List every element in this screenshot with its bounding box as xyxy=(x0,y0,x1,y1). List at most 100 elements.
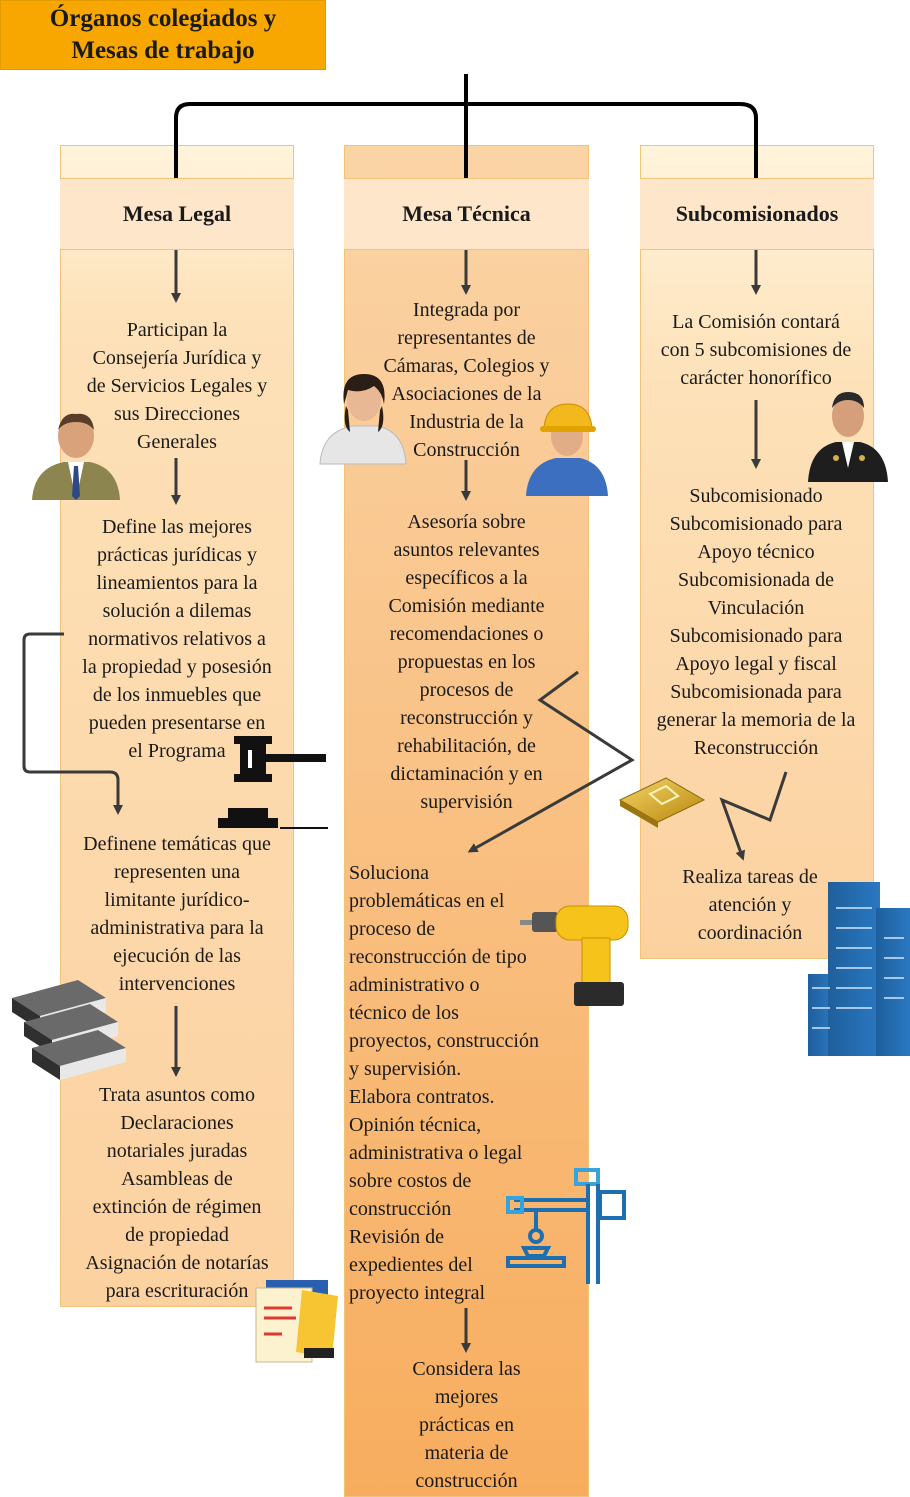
sub-block-tasks: Realiza tareas de atención y coordinación xyxy=(632,863,868,947)
text-line: lineamientos para la xyxy=(96,572,258,594)
text-line: proyecto integral xyxy=(349,1282,486,1304)
mesa-legal-column xyxy=(60,145,294,1307)
text-line: mejores xyxy=(434,1386,499,1408)
text-line: prácticas jurídicas y xyxy=(97,544,257,566)
text-line: la propiedad y posesión xyxy=(82,656,272,678)
text-line: expedientes del xyxy=(349,1254,473,1276)
text-line: carácter honorífico xyxy=(680,367,832,389)
text-line: Subcomisionada de xyxy=(677,569,835,591)
text-line: específicos a la xyxy=(405,567,528,589)
text-line: y supervisión. xyxy=(349,1058,462,1080)
text-line: Generales xyxy=(137,431,217,453)
text-line: propuestas en los xyxy=(397,651,536,673)
text-line: administrativo o xyxy=(349,974,480,996)
text-line: recomendaciones o xyxy=(389,623,544,645)
subcomisionados-header: Subcomisionados xyxy=(640,178,874,250)
title-line-1: Órganos colegiados y xyxy=(49,5,277,32)
text-line: supervisión xyxy=(420,791,513,813)
books-icon xyxy=(12,980,126,1080)
text-line: intervenciones xyxy=(118,973,236,995)
buildings-icon xyxy=(808,882,910,1056)
text-line: Trata asuntos como xyxy=(99,1084,255,1106)
text-line: coordinación xyxy=(697,922,803,944)
text-line: limitante jurídico- xyxy=(104,889,250,911)
text-line: asuntos relevantes xyxy=(393,539,540,561)
diagram-title: Órganos colegiados y Mesas de trabajo xyxy=(0,0,326,70)
text-line: técnico de los xyxy=(349,1002,459,1024)
text-line: representen una xyxy=(113,861,241,883)
businesswoman-icon xyxy=(319,374,407,465)
text-line: Subcomisionado para xyxy=(669,513,843,535)
text-line: Declaraciones xyxy=(120,1112,234,1134)
text-line: administrativa o legal xyxy=(349,1142,523,1164)
text-line: administrativa para la xyxy=(90,917,264,939)
text-line: representantes de xyxy=(397,327,536,349)
arrow-tecnica-zigzag xyxy=(467,670,635,853)
text-line: Vinculación xyxy=(707,597,805,619)
sub-block-commission: La Comisión contará con 5 subcomisiones d… xyxy=(636,308,876,392)
text-line: Define las mejores xyxy=(102,516,252,538)
text-line: notariales juradas xyxy=(106,1140,248,1162)
text-line: Participan la xyxy=(126,319,228,341)
text-line: Subcomisionado para xyxy=(669,625,843,647)
officer-icon xyxy=(808,392,888,482)
text-line: atención y xyxy=(708,894,792,916)
text-line: Reconstrucción xyxy=(693,737,819,759)
text-line: proceso de xyxy=(349,918,436,940)
text-line: ejecución de las xyxy=(113,945,241,967)
text-line: Industria de la xyxy=(409,411,524,433)
arrow-legal-loop xyxy=(22,632,123,815)
title-line-2: Mesas de trabajo xyxy=(71,37,255,64)
mesa-tecnica-column xyxy=(344,145,589,1497)
text-line: sus Direcciones xyxy=(113,403,241,425)
text-line: procesos de xyxy=(419,679,514,701)
documents-icon xyxy=(255,1280,338,1363)
text-line: reconstrucción de tipo xyxy=(349,946,527,968)
text-line: el Programa xyxy=(128,740,226,762)
text-line: sobre costos de xyxy=(349,1170,472,1192)
text-line: Comisión mediante xyxy=(388,595,545,617)
text-line: extinción de régimen xyxy=(92,1196,262,1218)
text-line: reconstrucción y xyxy=(400,707,533,729)
tree-connector xyxy=(174,74,758,178)
text-line: Definene temáticas que xyxy=(83,833,271,855)
text-line: Elabora contratos. xyxy=(349,1086,495,1108)
text-line: de Servicios Legales y xyxy=(86,375,268,397)
text-line: Apoyo legal y fiscal xyxy=(675,653,837,675)
crane-blueprint-icon xyxy=(506,1168,626,1284)
text-line: pueden presentarse en xyxy=(88,712,266,734)
text-line: Asambleas de xyxy=(121,1168,233,1190)
mesa-legal-header: Mesa Legal xyxy=(60,178,294,250)
tecnica-block-best-practices: Considera las mejores prácticas en materia … xyxy=(344,1355,589,1495)
text-line: problemáticas en el xyxy=(349,890,505,912)
arrow-sub-zigzag xyxy=(719,771,788,861)
businessman-icon xyxy=(32,413,120,500)
text-line: Soluciona xyxy=(349,862,429,884)
worker-woman-icon xyxy=(526,403,608,496)
text-line: solución a dilemas xyxy=(102,600,252,622)
text-line: Consejería Jurídica y xyxy=(92,347,262,369)
text-line: materia de xyxy=(424,1442,509,1464)
gavel-icon xyxy=(218,736,328,829)
drill-icon xyxy=(520,905,629,1006)
text-line: Construcción xyxy=(413,439,520,461)
text-line: Realiza tareas de xyxy=(682,866,818,888)
text-line: Integrada por xyxy=(412,299,521,321)
text-line: Opinión técnica, xyxy=(349,1114,482,1136)
text-line: construcción xyxy=(415,1470,518,1492)
text-line: Cámaras, Colegios y xyxy=(383,355,550,377)
mesa-tecnica-header: Mesa Técnica xyxy=(344,178,589,250)
text-line: Revisión de xyxy=(349,1226,444,1248)
text-line: Asignación de notarías xyxy=(85,1252,269,1274)
text-line: dictaminación y en xyxy=(390,763,543,785)
legal-block-participants: Participan la Consejería Jurídica y de Ser… xyxy=(60,316,294,456)
text-line: La Comisión contará xyxy=(672,311,840,333)
text-line: Considera las xyxy=(412,1358,521,1380)
text-line: prácticas en xyxy=(419,1414,514,1436)
legal-block-topics: Definene temáticas que representen una lim… xyxy=(56,830,298,998)
text-line: con 5 subcomisiones de xyxy=(660,339,852,361)
